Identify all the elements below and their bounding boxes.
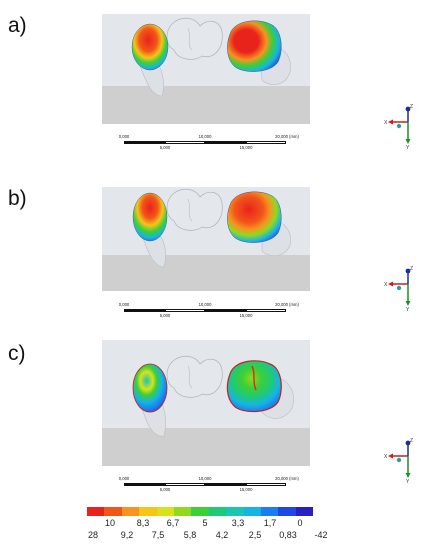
scale-segment bbox=[205, 309, 246, 312]
legend-swatch-4 bbox=[156, 507, 174, 516]
legend-top-label: 1,7 bbox=[263, 518, 277, 528]
legend-top-label: 10 bbox=[104, 518, 116, 528]
legend-swatch-5 bbox=[173, 507, 192, 516]
legend-top-label: 6,7 bbox=[166, 518, 180, 528]
scale-segment bbox=[246, 309, 286, 312]
legend-bottom-label: -42 bbox=[314, 530, 328, 540]
panel-label-c: c) bbox=[8, 342, 26, 365]
panel-a-model-view bbox=[102, 14, 310, 124]
panel-c-axis-triad: X Y Z bbox=[384, 438, 413, 484]
legend-swatch-3 bbox=[139, 507, 157, 516]
axis-y-label: Y bbox=[406, 145, 410, 150]
scale-label: 10,000 bbox=[198, 134, 212, 139]
legend-bottom-label: 7,5 bbox=[151, 530, 165, 540]
legend-swatch-11 bbox=[278, 507, 296, 516]
scale-label: 0,000 bbox=[118, 476, 130, 481]
panel-b-scale-bar: 0,000 10,000 20,000 (mm) 5,000 15,000 bbox=[117, 302, 299, 322]
color-scale-legend bbox=[87, 507, 314, 516]
scale-segment bbox=[246, 483, 286, 486]
legend-swatch-2 bbox=[121, 507, 140, 516]
panel-c-scale-bar: 0,000 10,000 20,000 (mm) 5,000 15,000 bbox=[117, 476, 299, 496]
scale-label: 5,000 bbox=[159, 487, 171, 492]
scale-segment bbox=[205, 141, 246, 144]
legend-bottom-label: 4,2 bbox=[215, 530, 229, 540]
panel-label-a: a) bbox=[8, 14, 27, 37]
legend-swatch-9 bbox=[243, 507, 261, 516]
legend-bottom-label: 2,5 bbox=[248, 530, 262, 540]
scale-label: 20,000 (mm) bbox=[275, 476, 299, 481]
legend-bottom-label: 9,2 bbox=[120, 530, 134, 540]
scale-segment bbox=[165, 309, 205, 312]
panel-c-model-view bbox=[102, 340, 310, 466]
panel-a-scale-bar: 0,000 10,000 20,000 (mm) 5,000 15,000 bbox=[117, 134, 299, 154]
legend-top-label: 8,3 bbox=[136, 518, 150, 528]
scale-label: 15,000 bbox=[239, 487, 253, 492]
scale-segment bbox=[246, 141, 286, 144]
scale-label: 0,000 bbox=[118, 302, 130, 307]
axis-x-label: X bbox=[384, 120, 388, 126]
scale-segment bbox=[165, 483, 205, 486]
panel-a-axis-triad: X Y Z bbox=[384, 104, 413, 150]
scale-label: 5,000 bbox=[159, 145, 171, 150]
legend-bottom-label: 28 bbox=[87, 530, 99, 540]
scale-label: 10,000 bbox=[198, 476, 212, 481]
scale-segment bbox=[165, 141, 205, 144]
scale-label: 10,000 bbox=[198, 302, 212, 307]
legend-bottom-label: 0,83 bbox=[279, 530, 297, 540]
axis-z-label: Z bbox=[410, 266, 413, 272]
scale-label: 20,000 (mm) bbox=[275, 134, 299, 139]
axis-y-label: Y bbox=[406, 479, 410, 484]
legend-bottom-label: 5,8 bbox=[183, 530, 197, 540]
legend-swatch-10 bbox=[260, 507, 279, 516]
panel-b-axis-triad: X Y Z bbox=[384, 266, 413, 312]
legend-top-label: 3,3 bbox=[231, 518, 245, 528]
legend-swatch-0 bbox=[87, 507, 105, 516]
legend-swatch-6 bbox=[191, 507, 209, 516]
legend-top-label: 0 bbox=[297, 518, 303, 528]
scale-label: 5,000 bbox=[159, 313, 171, 318]
legend-swatch-12 bbox=[295, 507, 314, 516]
scale-label: 0,000 bbox=[118, 134, 130, 139]
legend-swatch-7 bbox=[208, 507, 227, 516]
scale-segment bbox=[124, 483, 165, 486]
panel-b-model-view bbox=[102, 187, 310, 291]
scale-label: 15,000 bbox=[239, 145, 253, 150]
axis-x-label: X bbox=[384, 282, 388, 288]
axis-z-label: Z bbox=[410, 104, 413, 110]
panel-label-b: b) bbox=[8, 187, 27, 210]
scale-segment bbox=[124, 309, 165, 312]
legend-swatch-1 bbox=[104, 507, 122, 516]
scale-label: 15,000 bbox=[239, 313, 253, 318]
scale-segment bbox=[205, 483, 246, 486]
axis-x-label: X bbox=[384, 454, 388, 460]
scale-label: 20,000 (mm) bbox=[275, 302, 299, 307]
scale-segment bbox=[124, 141, 165, 144]
legend-swatch-8 bbox=[226, 507, 244, 516]
axis-y-label: Y bbox=[406, 307, 410, 312]
legend-top-label: 5 bbox=[202, 518, 208, 528]
axis-z-label: Z bbox=[410, 438, 413, 444]
